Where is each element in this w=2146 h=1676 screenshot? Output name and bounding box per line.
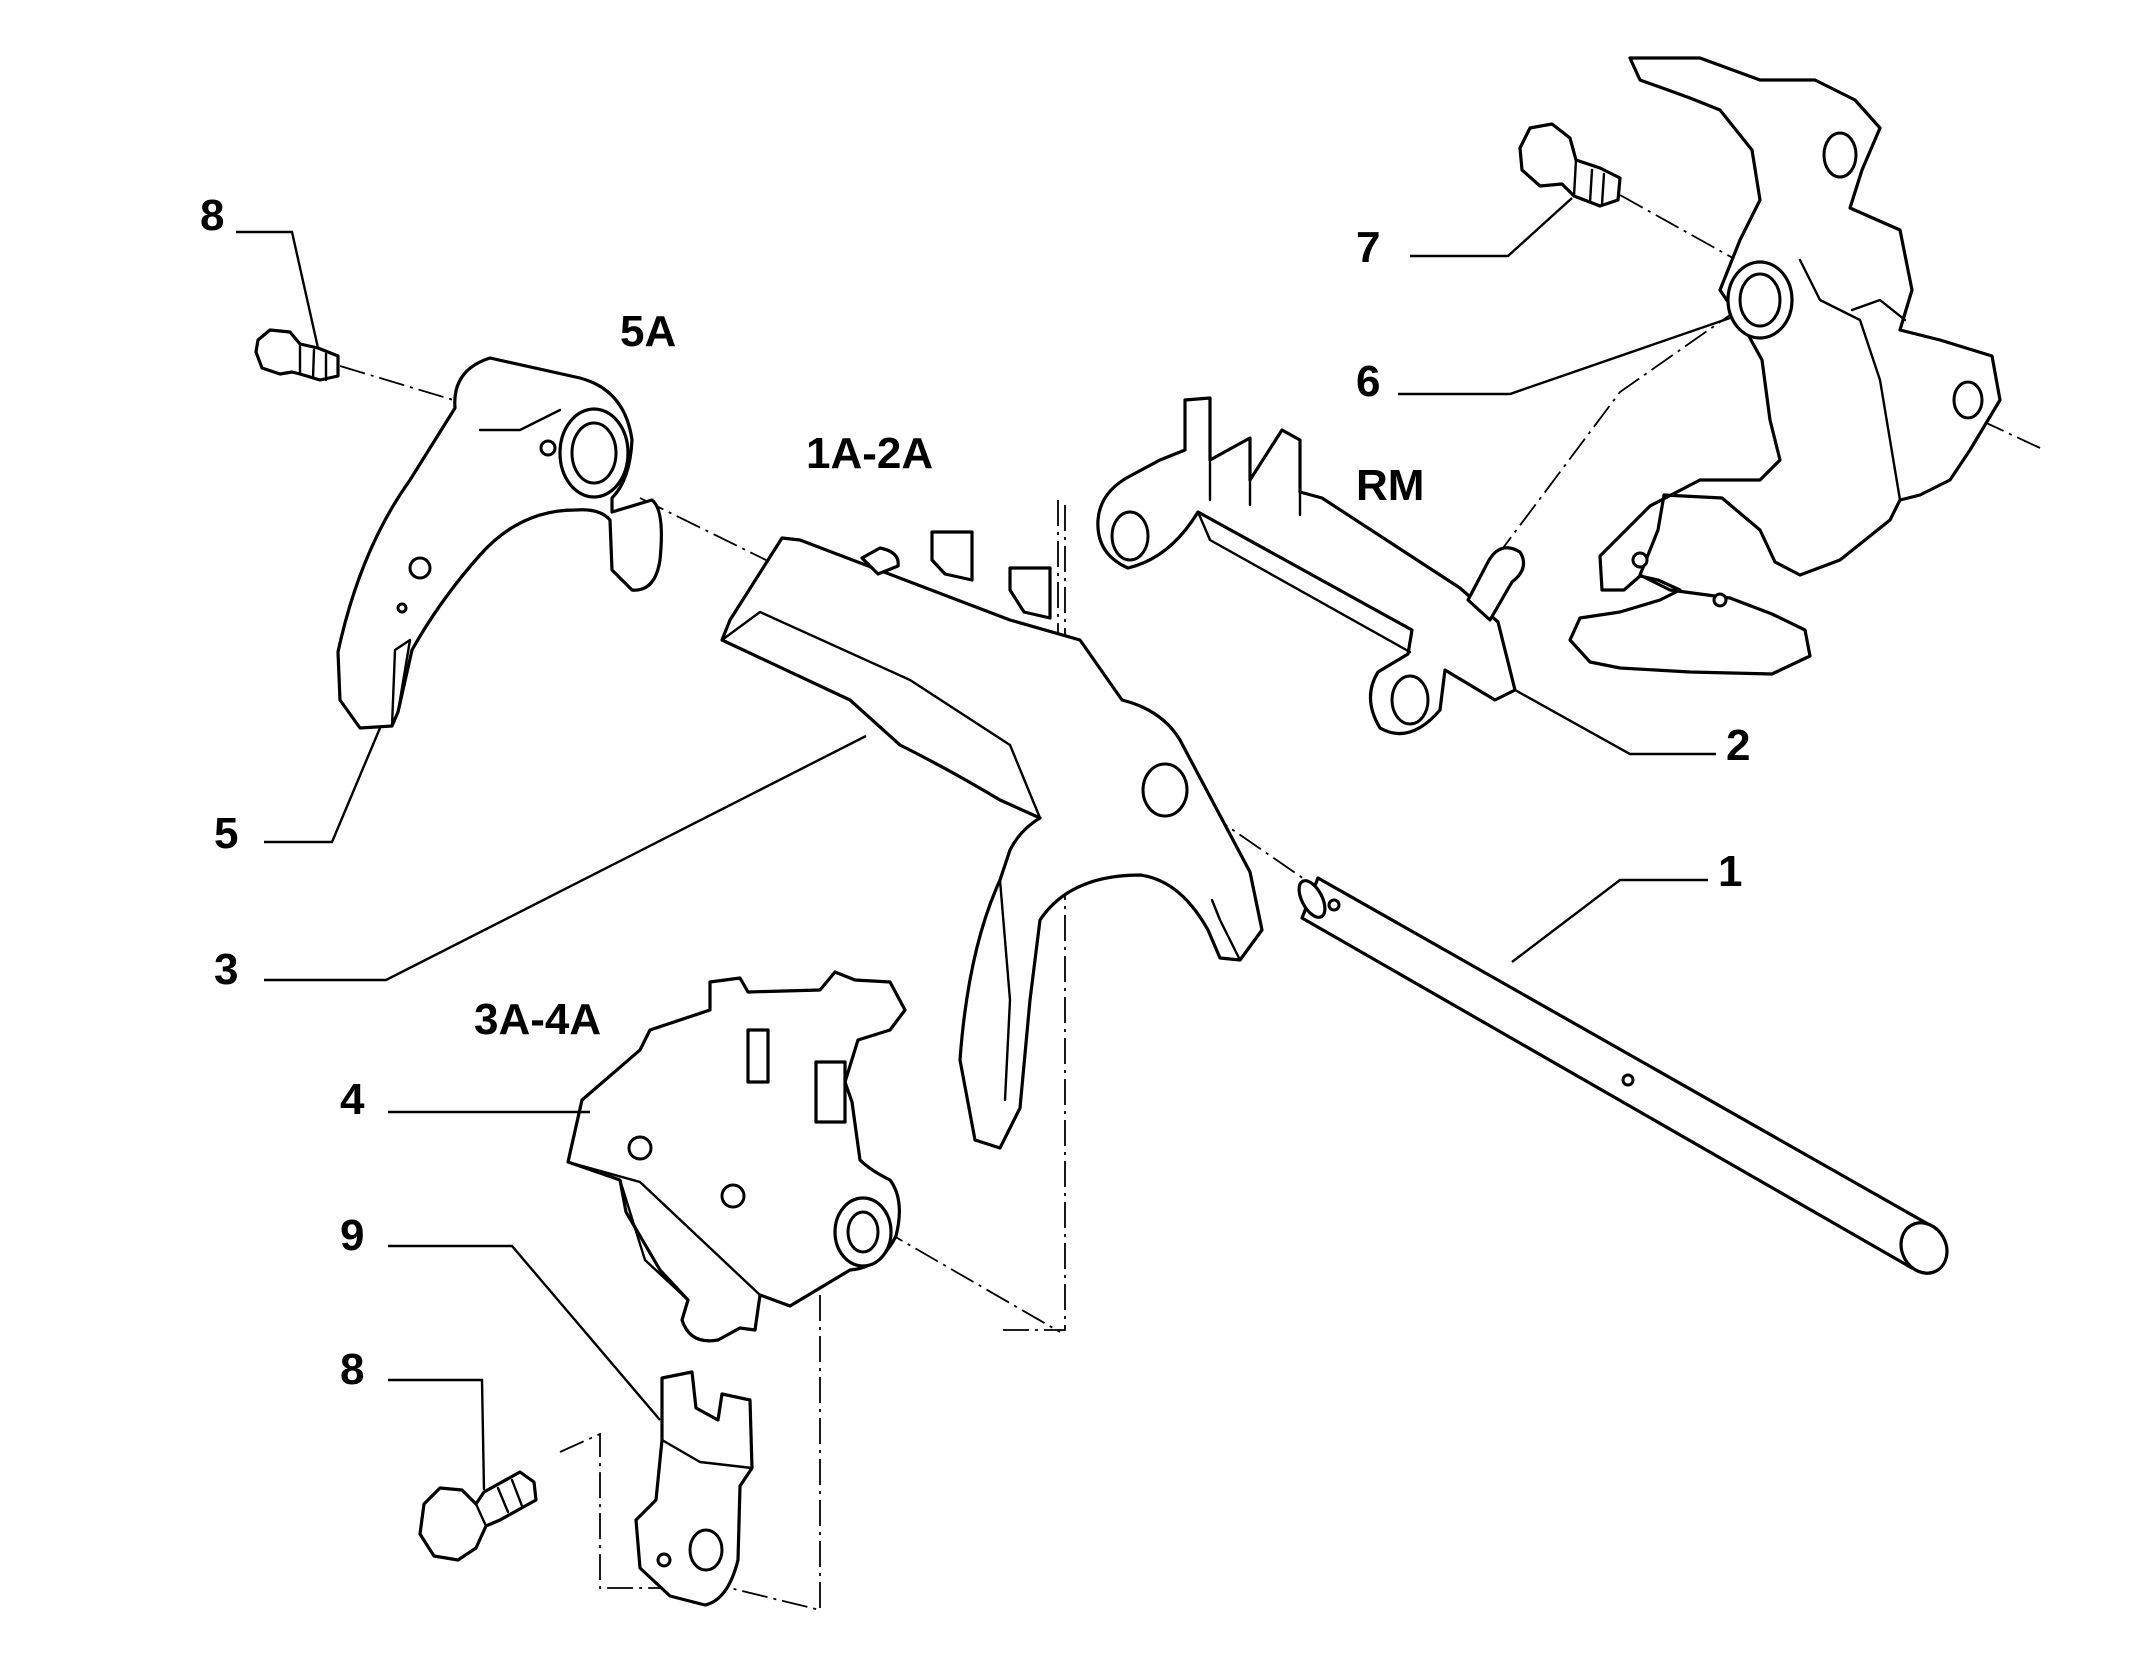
callout-labels: 8 7 6 2 5 1 3 4 9 8: [200, 191, 1750, 1394]
part-5-fork-5a: [336, 356, 663, 730]
part-4-fork-3a-4a: [566, 970, 907, 1343]
group-label-5a: 5A: [620, 307, 676, 356]
callout-8-lower: 8: [340, 1345, 364, 1394]
callout-9: 9: [340, 1211, 364, 1260]
part-8-bolt-lower: [418, 1470, 538, 1562]
part-7-bolt: [1518, 122, 1622, 208]
callout-6: 6: [1356, 357, 1380, 406]
callout-8-upper: 8: [200, 191, 224, 240]
part-9-interlock-bracket: [634, 1370, 754, 1607]
callout-1: 1: [1718, 847, 1742, 896]
callout-4: 4: [340, 1075, 365, 1124]
part-3-fork-1a-2a: [720, 530, 1264, 1150]
group-label-rm: RM: [1356, 461, 1424, 510]
callout-2: 2: [1726, 721, 1750, 770]
leader-lines: [236, 197, 1731, 1491]
part-1-selector-shaft: [1297, 876, 1949, 1275]
callout-7: 7: [1356, 223, 1380, 272]
part-8-bolt-upper: [254, 328, 340, 382]
callout-3: 3: [214, 945, 238, 994]
part-6-7-selector-bracket: [1568, 56, 2002, 676]
callout-5: 5: [214, 809, 238, 858]
part-2-reverse-fork: [1096, 396, 1526, 736]
group-label-3a-4a: 3A-4A: [474, 995, 601, 1044]
group-label-1a-2a: 1A-2A: [806, 429, 933, 478]
group-labels: 5A 1A-2A RM 3A-4A: [474, 307, 1424, 1044]
